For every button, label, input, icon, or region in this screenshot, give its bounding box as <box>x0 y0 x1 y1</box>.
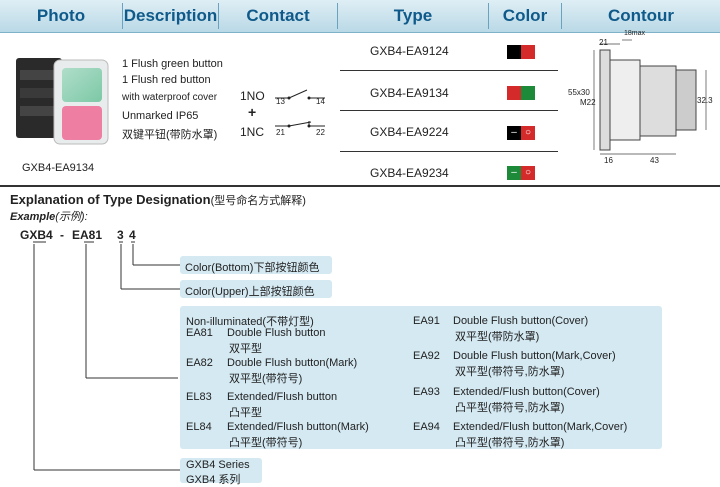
option-en: Double Flush button <box>227 327 326 339</box>
color-swatch-black-red <box>507 45 535 59</box>
option-code: EA81 <box>186 327 213 339</box>
product-photo <box>16 58 109 145</box>
no-contact-symbol <box>275 89 325 100</box>
dim-label: 16 <box>604 156 613 165</box>
color-bottom-label: Color(Bottom)下部按钮颜色 <box>185 262 320 274</box>
option-en: Extended/Flush button(Mark,Cover) <box>453 421 628 433</box>
option-cn: 双平型(带符号) <box>229 373 303 385</box>
color-swatch-green-red-marked: – ○ <box>507 166 535 180</box>
row-divider <box>340 110 558 111</box>
type-code: GXB4-EA9124 <box>370 44 449 58</box>
header-separator <box>122 3 123 29</box>
nc-contact-symbol <box>275 121 325 128</box>
header-separator <box>561 3 562 29</box>
header-separator <box>488 3 489 29</box>
minus-icon: – <box>507 126 521 140</box>
option-en: Double Flush button(Cover) <box>453 315 589 327</box>
explanation-title-cn: (型号命名方式解释) <box>210 195 306 207</box>
example-en: Example <box>10 211 56 223</box>
option-code: EA82 <box>186 357 213 369</box>
dim-label: 55x30 <box>568 88 590 97</box>
part-color-upper: 3 <box>117 228 124 242</box>
option-cn: 凸平型 <box>229 407 262 419</box>
example-label: Example(示例): <box>10 208 88 224</box>
photo-caption: GXB4-EA9134 <box>22 162 95 174</box>
explanation-title: Explanation of Type Designation(型号命名方式解释… <box>10 192 306 208</box>
circle-icon: ○ <box>521 126 535 140</box>
dim-label: 21 <box>599 38 608 47</box>
contact-no-label: 1NO <box>240 89 265 103</box>
description-line: 双键平钮(带防水罩) <box>122 129 218 141</box>
nc-term-21: 21 <box>276 128 285 137</box>
dim-label: 18max <box>624 30 646 37</box>
contact-plus: + <box>248 104 257 120</box>
part-series: GXB4 <box>20 228 53 242</box>
dim-label: 43 <box>650 156 659 165</box>
header-separator <box>218 3 219 29</box>
series-label: GXB4 Series <box>186 459 250 471</box>
series-label-cn: GXB4 系列 <box>186 474 241 486</box>
part-dash: - <box>60 228 64 242</box>
header-contour: Contour <box>607 6 675 25</box>
minus-icon: – <box>507 166 521 180</box>
color-upper-label: Color(Upper)上部按钮颜色 <box>185 286 315 298</box>
no-term-14: 14 <box>316 97 325 106</box>
part-type: EA81 <box>72 228 103 242</box>
option-code: EL84 <box>186 421 212 433</box>
option-cn: 凸平型(带符号,防水罩) <box>455 437 565 449</box>
header-contact: Contact <box>246 6 310 25</box>
option-en: Extended/Flush button <box>227 391 338 403</box>
example-cn: (示例): <box>55 211 88 223</box>
type-options-box <box>180 306 662 449</box>
non-illuminated-label: Non-illuminated(不带灯型) <box>186 316 314 328</box>
contact-nc-label: 1NC <box>240 125 265 139</box>
dim-label: M22 <box>580 98 596 107</box>
option-en: Double Flush button(Mark,Cover) <box>453 350 616 362</box>
option-en: Double Flush button(Mark) <box>227 357 358 369</box>
circle-icon: ○ <box>521 166 535 180</box>
header-color: Color <box>502 6 548 25</box>
option-en: Extended/Flush button(Mark) <box>227 421 369 433</box>
description-line: Unmarked IP65 <box>122 110 199 122</box>
option-cn: 双平型(带符号,防水罩) <box>455 366 565 378</box>
table-header: Photo Description Contact Type Color Con… <box>0 0 720 33</box>
header-description: Description <box>123 6 218 25</box>
type-code: GXB4-EA9224 <box>370 125 449 139</box>
option-code: EA93 <box>413 386 440 398</box>
option-en: Extended/Flush button(Cover) <box>453 386 600 398</box>
contour-drawing <box>593 39 707 155</box>
type-code: GXB4-EA9234 <box>370 166 449 180</box>
color-upper-box <box>180 280 332 298</box>
option-code: EA94 <box>413 421 440 433</box>
option-code: EA91 <box>413 315 440 327</box>
dim-label: 32.3 <box>697 96 713 105</box>
part-color-bottom: 4 <box>129 228 136 242</box>
header-separator <box>337 3 338 29</box>
option-code: EL83 <box>186 391 212 403</box>
explanation-title-en: Explanation of Type Designation <box>10 192 211 207</box>
option-cn: 凸平型(带符号,防水罩) <box>455 402 565 414</box>
option-cn: 双平型 <box>229 343 262 355</box>
header-photo: Photo <box>36 6 86 25</box>
description-line: with waterproof cover <box>122 92 218 103</box>
row-divider <box>340 70 558 71</box>
header-type: Type <box>393 6 433 25</box>
nc-term-22: 22 <box>316 128 325 137</box>
option-cn: 凸平型(带符号) <box>229 437 303 449</box>
series-box <box>180 458 262 483</box>
no-term-13: 13 <box>276 97 285 106</box>
description-line: 1 Flush green button <box>122 58 223 70</box>
type-code: GXB4-EA9134 <box>370 86 449 100</box>
option-cn: 双平型(带防水罩) <box>455 331 540 343</box>
row-divider <box>340 151 558 152</box>
color-swatch-red-green <box>507 86 535 100</box>
section-divider <box>0 185 720 187</box>
color-swatch-black-red-marked: – ○ <box>507 126 535 140</box>
option-code: EA92 <box>413 350 440 362</box>
description-line: 1 Flush red button <box>122 74 211 86</box>
color-bottom-box <box>180 256 332 274</box>
